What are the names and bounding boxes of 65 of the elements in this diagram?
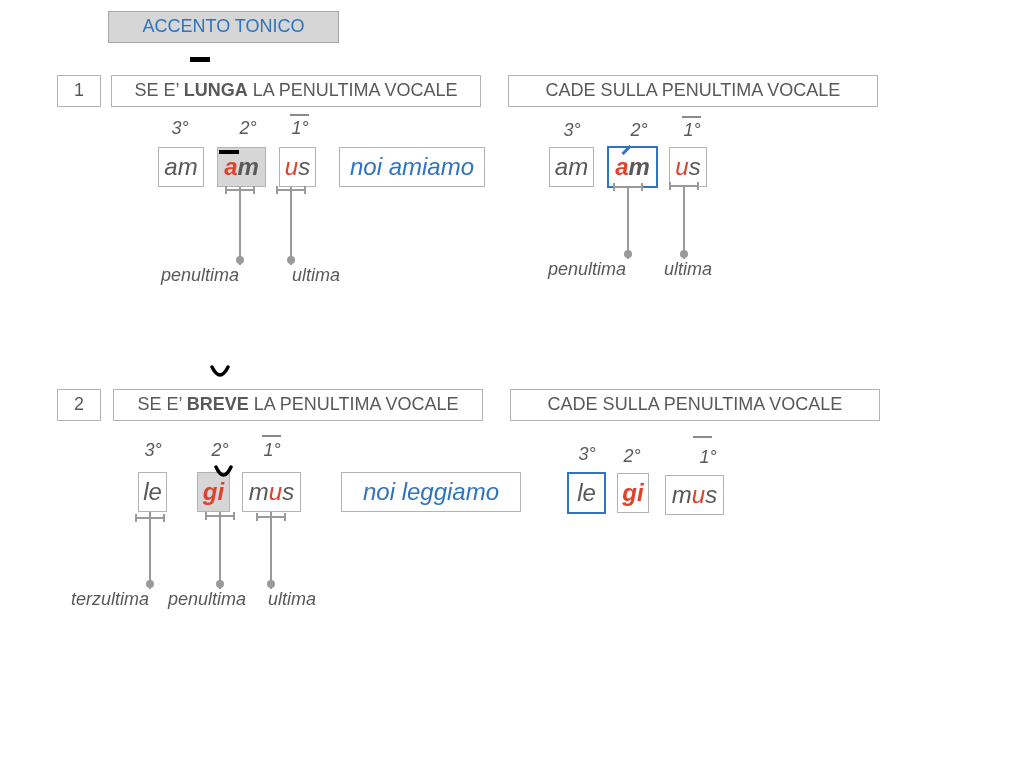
leader-line bbox=[236, 186, 244, 266]
ordinal-label: 1° bbox=[683, 120, 701, 140]
rule-text: SE E’ LUNGA LA PENULTIMA VOCALE bbox=[134, 81, 458, 101]
ordinal-label: 2° bbox=[239, 118, 257, 138]
ordinal-label: 3° bbox=[563, 120, 581, 140]
syllable-box bbox=[242, 472, 301, 512]
syllable-box bbox=[669, 147, 707, 187]
position-label: terzultima bbox=[71, 589, 149, 609]
position-label: penultima bbox=[161, 265, 239, 285]
syllable: mus bbox=[671, 484, 718, 506]
syllable: am bbox=[224, 156, 259, 178]
ordinal-label: 2° bbox=[623, 446, 641, 466]
syllable: le bbox=[577, 482, 596, 504]
syllable: gi bbox=[202, 481, 225, 503]
example-box bbox=[339, 147, 485, 187]
ordinal-label: 2° bbox=[211, 440, 229, 460]
number-label: 1 bbox=[74, 81, 84, 101]
syllable-box bbox=[567, 472, 606, 514]
syllable: le bbox=[143, 481, 162, 503]
syllable: mus bbox=[248, 481, 295, 503]
syllable: am bbox=[554, 156, 589, 178]
position-label: penultima bbox=[168, 589, 246, 609]
syllable-box bbox=[607, 146, 658, 188]
leader-line bbox=[146, 511, 154, 590]
ordinal-label: 3° bbox=[578, 444, 596, 464]
ordinal-label: 2° bbox=[630, 120, 648, 140]
ordinal-label: 3° bbox=[171, 118, 189, 138]
example-box bbox=[341, 472, 521, 512]
syllable-box bbox=[549, 147, 594, 187]
syllable-box bbox=[158, 147, 204, 187]
rule-text: SE E’ BREVE LA PENULTIMA VOCALE bbox=[137, 395, 459, 415]
syllable-box bbox=[217, 147, 266, 187]
ordinal-label: 3° bbox=[144, 440, 162, 460]
example-text: noi leggiamo bbox=[362, 478, 500, 506]
position-label: ultima bbox=[664, 259, 712, 279]
example-text: noi amiamo bbox=[349, 153, 475, 181]
leader-line bbox=[680, 186, 688, 260]
leader-line bbox=[267, 511, 275, 590]
syllable-box bbox=[279, 147, 316, 187]
leader-line bbox=[624, 187, 632, 260]
syllable-box bbox=[197, 472, 230, 512]
result-text: CADE SULLA PENULTIMA VOCALE bbox=[547, 395, 843, 415]
syllable-box bbox=[138, 472, 167, 512]
ordinal-label: 1° bbox=[699, 447, 717, 467]
syllable: us bbox=[675, 156, 701, 178]
syllable: am bbox=[164, 156, 198, 178]
result-text: CADE SULLA PENULTIMA VOCALE bbox=[545, 81, 841, 101]
number-label: 2 bbox=[74, 395, 84, 415]
syllable: us bbox=[284, 156, 311, 178]
ordinal-label: 1° bbox=[263, 440, 281, 460]
syllable: am bbox=[615, 156, 650, 178]
position-label: ultima bbox=[268, 589, 316, 609]
result-box bbox=[508, 75, 878, 107]
syllable-box bbox=[617, 473, 649, 513]
syllable-box bbox=[665, 475, 724, 515]
ordinal-label: 1° bbox=[291, 118, 309, 138]
leader-line bbox=[216, 511, 224, 590]
syllable: gi bbox=[622, 482, 644, 504]
title-text: ACCENTO TONICO bbox=[142, 17, 305, 37]
leader-line bbox=[287, 186, 295, 266]
number-box bbox=[57, 389, 101, 421]
number-box bbox=[57, 75, 101, 107]
position-label: penultima bbox=[548, 259, 626, 279]
result-box bbox=[510, 389, 880, 421]
position-label: ultima bbox=[292, 265, 340, 285]
